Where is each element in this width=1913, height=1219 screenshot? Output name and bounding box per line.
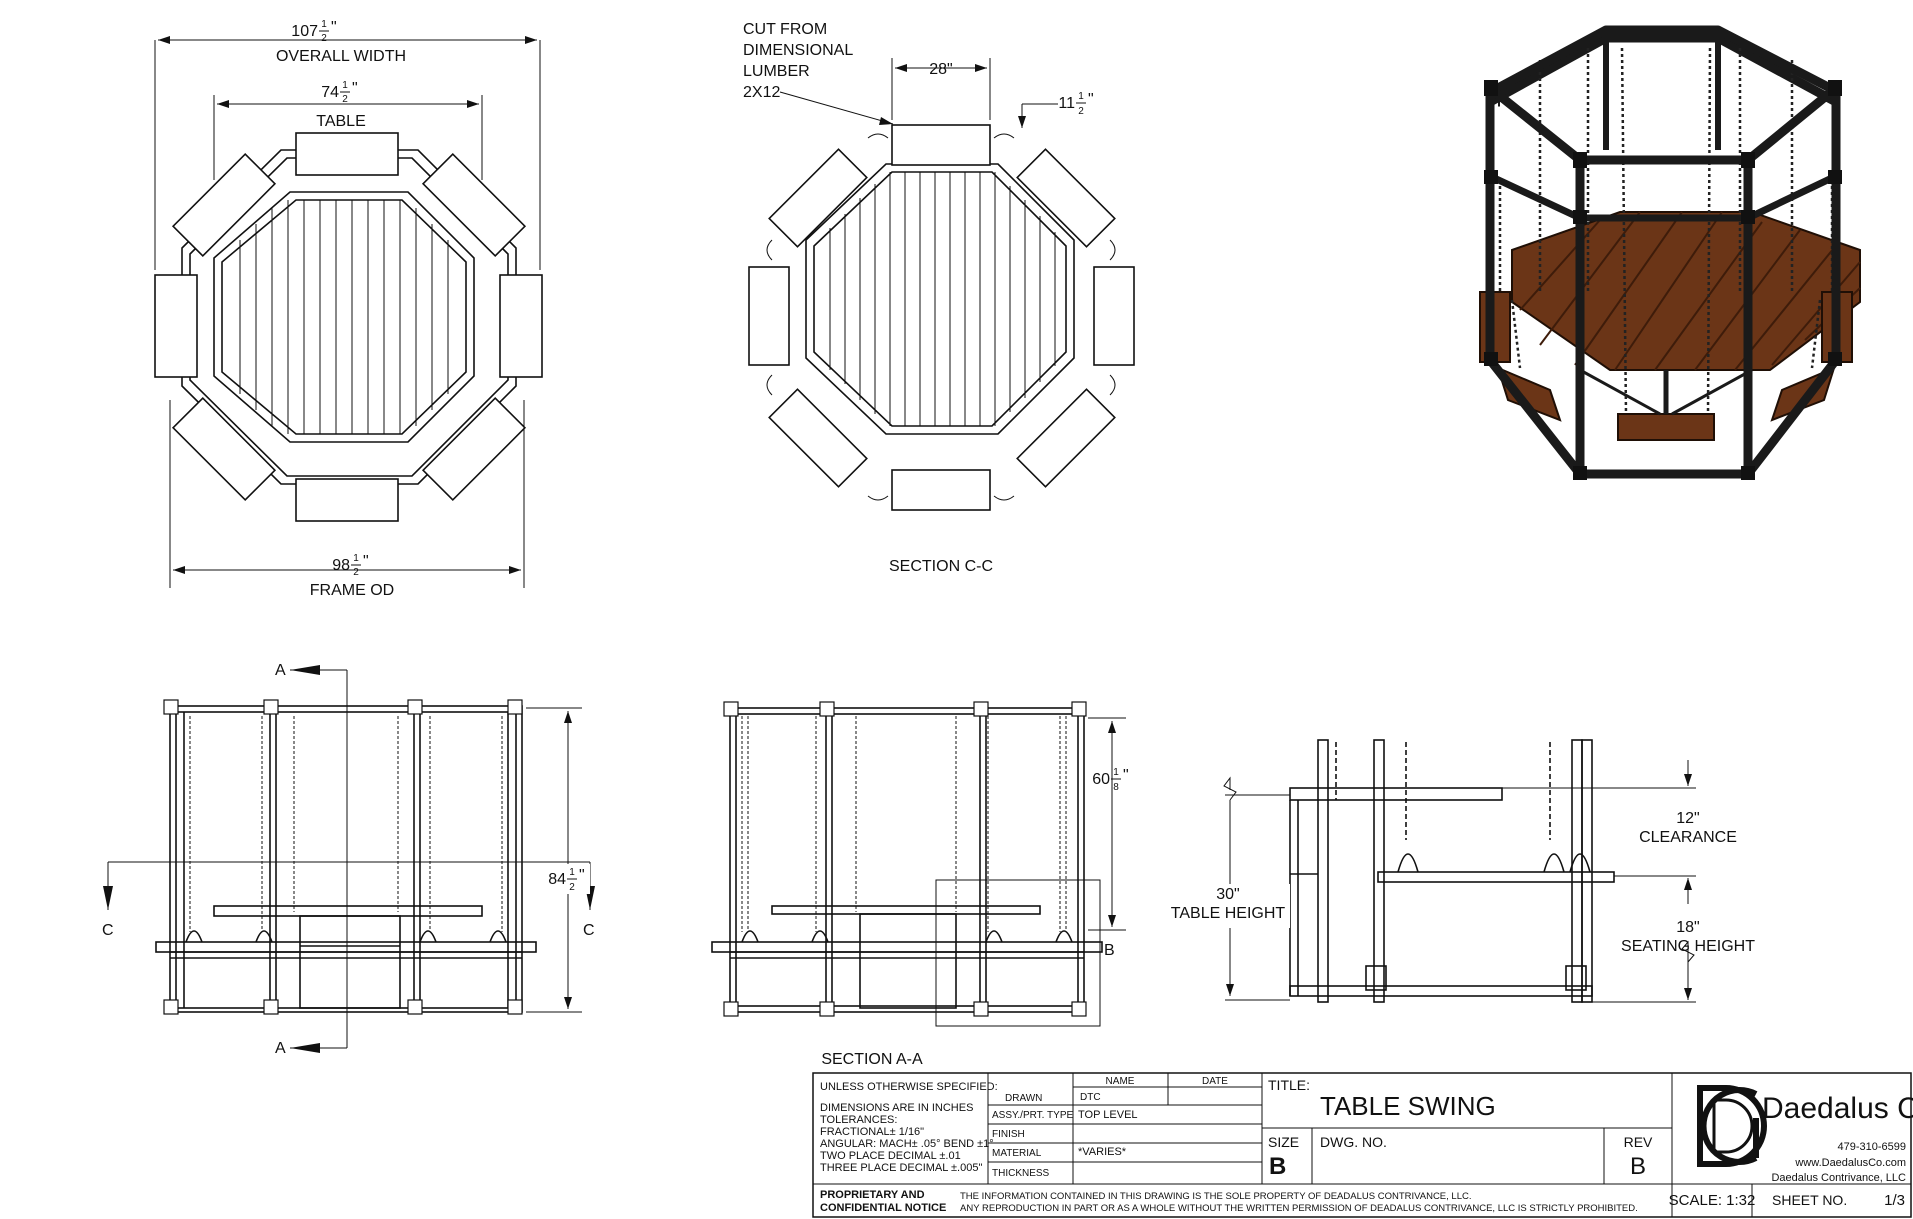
frame-od-dim: 98 1 2 " FRAME OD <box>310 553 394 599</box>
top-view: 107 1 2 " OVERALL WIDTH 74 1 2 " TABLE <box>154 19 543 599</box>
title-label: TITLE: <box>1268 1077 1310 1093</box>
svg-text:TABLE: TABLE <box>316 113 366 130</box>
angular-tol: ANGULAR: MACH± .05° BEND ±1° <box>820 1138 994 1150</box>
svg-text:84: 84 <box>548 871 566 888</box>
two-place-tol: TWO PLACE DECIMAL ±.01 <box>820 1150 961 1162</box>
svg-text:2: 2 <box>321 33 327 44</box>
clearance-value: 12" <box>1676 810 1699 827</box>
company-phone: 479-310-6599 <box>1837 1141 1906 1153</box>
svg-text:": " <box>363 553 369 570</box>
material-value: *VARIES* <box>1078 1146 1127 1158</box>
front-view: A A C C 84 1 2 " <box>102 662 595 1057</box>
svg-text:60: 60 <box>1092 771 1110 788</box>
assy-type-label: ASSY./PRT. TYPE <box>992 1110 1073 1121</box>
date-header: DATE <box>1202 1076 1228 1087</box>
section-c-c: CUT FROM DIMENSIONAL LUMBER 2X12 28" 11 … <box>743 21 1135 575</box>
tolerances-label: TOLERANCES: <box>820 1114 897 1126</box>
svg-text:CUT FROM: CUT FROM <box>743 21 827 38</box>
sheet-no-label: SHEET NO. <box>1772 1192 1847 1208</box>
svg-text:": " <box>331 19 337 36</box>
detail-b-mark: B <box>1104 942 1115 959</box>
confidential-label: CONFIDENTIAL NOTICE <box>820 1202 946 1214</box>
drawing-title: TABLE SWING <box>1320 1091 1496 1121</box>
section-c-label-left: C <box>102 922 114 939</box>
section-a-label-top: A <box>275 662 286 679</box>
svg-text:OVERALL WIDTH: OVERALL WIDTH <box>276 48 406 65</box>
overall-height-dim: 84 1 2 " <box>548 864 590 894</box>
chain-length-dim: 60 1 8 " <box>1092 767 1128 793</box>
svg-text:2: 2 <box>1078 106 1084 117</box>
company-logo <box>1697 1085 1767 1167</box>
sheet-no-value: 1/3 <box>1884 1192 1905 1209</box>
assy-type-value: TOP LEVEL <box>1078 1109 1138 1121</box>
svg-text:2: 2 <box>569 882 575 893</box>
dwg-no-label: DWG. NO. <box>1320 1134 1387 1150</box>
detail-b: 30" TABLE HEIGHT 12" CLEARANCE 18" SEATI… <box>1170 739 1755 1003</box>
proprietary-label: PROPRIETARY AND <box>820 1189 925 1201</box>
name-header: NAME <box>1106 1076 1135 1087</box>
finish-label: FINISH <box>992 1129 1025 1140</box>
svg-text:1: 1 <box>321 19 327 30</box>
fractional-tol: FRACTIONAL± 1/16" <box>820 1126 924 1138</box>
svg-text:": " <box>1123 767 1129 784</box>
svg-text:1: 1 <box>1078 91 1084 102</box>
svg-text:DIMENSIONAL: DIMENSIONAL <box>743 42 853 59</box>
table-height-label: TABLE HEIGHT <box>1171 905 1286 922</box>
title-block: UNLESS OTHERWISE SPECIFIED: DIMENSIONS A… <box>812 1072 1913 1218</box>
company-name: Daedalus Co. <box>1762 1092 1913 1125</box>
svg-text:LUMBER: LUMBER <box>743 63 810 80</box>
thickness-label: THICKNESS <box>992 1168 1050 1179</box>
notice-line-1: THE INFORMATION CONTAINED IN THIS DRAWIN… <box>960 1191 1472 1202</box>
svg-text:2X12: 2X12 <box>743 84 780 101</box>
svg-text:74: 74 <box>321 84 339 101</box>
svg-text:107: 107 <box>291 23 318 40</box>
rev-value: B <box>1630 1153 1646 1180</box>
svg-text:2: 2 <box>353 567 359 578</box>
svg-text:FRAME OD: FRAME OD <box>310 582 394 599</box>
svg-text:1: 1 <box>342 80 348 91</box>
size-value: B <box>1269 1153 1286 1180</box>
scale-value: SCALE: 1:32 <box>1669 1192 1756 1209</box>
svg-text:": " <box>1088 91 1094 108</box>
svg-text:98: 98 <box>332 557 350 574</box>
lumber-callout: CUT FROM DIMENSIONAL LUMBER 2X12 <box>743 21 853 101</box>
drawn-name: DTC <box>1080 1092 1101 1103</box>
three-place-tol: THREE PLACE DECIMAL ±.005" <box>820 1162 982 1174</box>
svg-text:1: 1 <box>353 553 359 564</box>
svg-text:1: 1 <box>569 867 575 878</box>
section-a-label-bottom: A <box>275 1040 286 1057</box>
svg-text:8: 8 <box>1113 782 1119 793</box>
section-a-a-title: SECTION A-A <box>821 1051 923 1068</box>
svg-text:1: 1 <box>1113 767 1119 778</box>
svg-text:2: 2 <box>342 94 348 105</box>
company-website: www.DaedalusCo.com <box>1794 1157 1906 1169</box>
drawn-label: DRAWN <box>1005 1093 1042 1104</box>
table-width-dim: 74 1 2 " TABLE <box>316 80 366 130</box>
section-a-a: B 60 1 8 " SECTION A-A <box>711 701 1129 1068</box>
table-height-value: 30" <box>1216 886 1239 903</box>
size-label: SIZE <box>1268 1134 1299 1150</box>
overall-width-dim: 107 1 2 " OVERALL WIDTH <box>276 19 406 65</box>
seat-width-dim: 11 1 2 " <box>1058 91 1093 117</box>
rev-label: REV <box>1624 1134 1653 1150</box>
svg-text:": " <box>352 80 358 97</box>
unless-specified: UNLESS OTHERWISE SPECIFIED: <box>820 1081 998 1093</box>
seating-height-label: SEATING HEIGHT <box>1621 938 1755 955</box>
company-legal-name: Daedalus Contrivance, LLC <box>1771 1172 1906 1184</box>
material-label: MATERIAL <box>992 1148 1042 1159</box>
svg-text:": " <box>579 867 585 884</box>
dims-note: DIMENSIONS ARE IN INCHES <box>820 1102 973 1114</box>
seat-length-dim: 28" <box>929 61 952 78</box>
clearance-label: CLEARANCE <box>1639 829 1737 846</box>
section-c-label-right: C <box>583 922 595 939</box>
svg-text:11: 11 <box>1058 95 1075 112</box>
seating-height-value: 18" <box>1676 919 1699 936</box>
notice-line-2: ANY REPRODUCTION IN PART OR AS A WHOLE W… <box>960 1203 1638 1214</box>
section-c-c-title: SECTION C-C <box>889 558 993 575</box>
isometric-view <box>1479 25 1861 480</box>
